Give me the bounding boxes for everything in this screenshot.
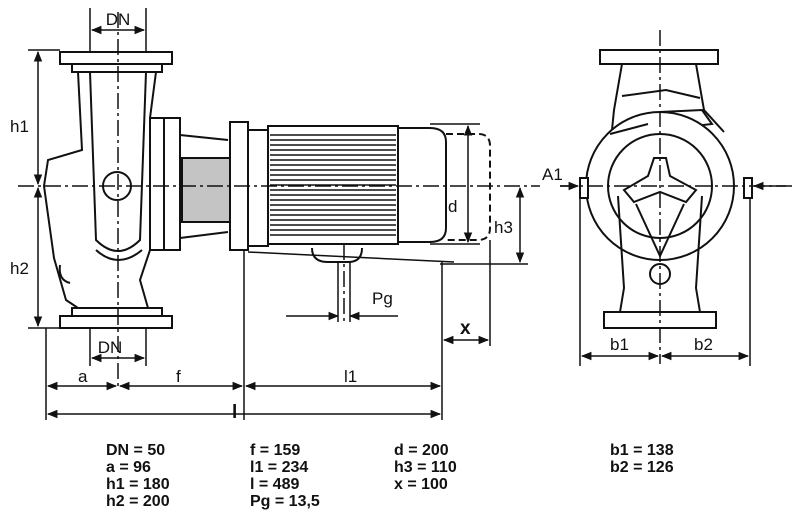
label-a: a — [78, 367, 88, 386]
label-d: d — [448, 197, 457, 216]
coupling-shaded — [181, 157, 231, 223]
label-x: x — [460, 318, 471, 339]
spec-b1: b1 = 138 — [610, 442, 674, 459]
label-h1: h1 — [10, 117, 29, 136]
spec-column-2: f = 159 l1 = 234 l = 489 Pg = 13,5 — [250, 442, 320, 510]
label-pg: Pg — [372, 289, 393, 308]
label-l1: l1 — [344, 367, 357, 386]
spec-dn: DN = 50 — [106, 442, 166, 459]
spec-x: x = 100 — [394, 476, 448, 493]
fan-cover-dashed — [446, 133, 491, 241]
pump-casing-side — [42, 51, 229, 329]
spec-h1: h1 = 180 — [106, 476, 170, 493]
spec-b2: b2 = 126 — [610, 459, 674, 476]
pump-front-view — [579, 49, 753, 329]
side-centerlines — [18, 12, 540, 390]
spec-column-4: b1 = 138 b2 = 126 — [610, 442, 674, 476]
spec-column-1: DN = 50 a = 96 h1 = 180 h2 = 200 — [106, 442, 170, 510]
motor-cooling-fins — [270, 134, 396, 236]
spec-f: f = 159 — [250, 442, 301, 459]
spec-column-3: d = 200 h3 = 110 x = 100 — [394, 442, 457, 493]
label-f: f — [176, 367, 181, 386]
motor-base-line — [247, 251, 455, 263]
label-b2: b2 — [694, 335, 713, 354]
spec-d: d = 200 — [394, 442, 449, 459]
label-dn-top: DN — [106, 10, 131, 29]
label-dn-bottom: DN — [98, 338, 123, 357]
spec-l: l = 489 — [250, 476, 300, 493]
label-a1: A1 — [542, 165, 563, 184]
spec-h3: h3 = 110 — [394, 459, 457, 476]
spec-pg: Pg = 13,5 — [250, 493, 320, 510]
spec-l1: l1 = 234 — [250, 459, 309, 476]
label-l: l — [232, 402, 237, 423]
label-h2: h2 — [10, 259, 29, 278]
label-b1: b1 — [610, 335, 629, 354]
spec-h2: h2 = 200 — [106, 493, 170, 510]
spec-a: a = 96 — [106, 459, 151, 476]
label-h3: h3 — [494, 218, 513, 237]
